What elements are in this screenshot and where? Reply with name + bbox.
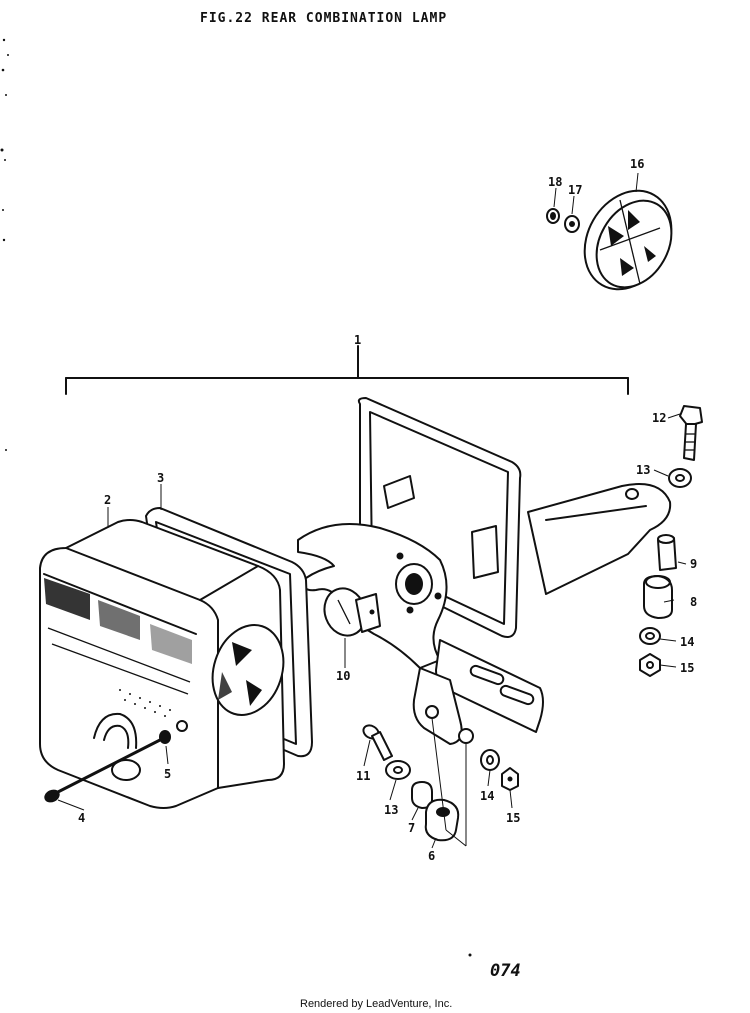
callout-13-upper: 13: [636, 463, 650, 477]
reflector-nut-part: [546, 208, 560, 224]
callout-12: 12: [652, 411, 666, 425]
callout-6: 6: [428, 849, 435, 863]
scan-specks: [0, 38, 9, 451]
bolt-part: [679, 405, 703, 461]
washer-part-right: [639, 627, 661, 645]
callout-16: 16: [630, 157, 644, 171]
figure-title: FIG.22 REAR COMBINATION LAMP: [200, 11, 447, 26]
washer-part-lower: [385, 760, 411, 780]
callout-4: 4: [78, 811, 85, 825]
nut-part-lower: [501, 767, 519, 791]
footer-credit: Rendered by LeadVenture, Inc.: [300, 998, 452, 1010]
nut-part-right: [639, 653, 661, 677]
callout-1: 1: [354, 333, 361, 347]
callout-18: 18: [548, 175, 562, 189]
bulb-part: [323, 587, 381, 637]
callout-11: 11: [356, 769, 370, 783]
callout-15-lower: 15: [506, 811, 520, 825]
license-plate-bracket-part: [412, 639, 544, 745]
callout-13-lower: 13: [384, 803, 398, 817]
collar-part: [657, 534, 677, 571]
callout-8: 8: [690, 595, 697, 609]
callout-5: 5: [164, 767, 171, 781]
callout-15-right: 15: [680, 661, 694, 675]
lower-collar-part: [411, 781, 433, 809]
washer-part-upper: [668, 468, 692, 488]
reflector-washer-part: [564, 215, 580, 233]
callout-14-lower: 14: [480, 789, 494, 803]
page-number: 074: [490, 961, 521, 981]
callout-7: 7: [408, 821, 415, 835]
lamp-lens-part: [39, 519, 285, 809]
leader-lines: [57, 172, 687, 849]
callout-3: 3: [157, 471, 164, 485]
long-screw-part: [44, 738, 162, 803]
lower-cushion-part: [424, 798, 460, 842]
page-dot: [468, 953, 472, 957]
screw-nut-part: [159, 730, 171, 744]
guide-lines: [431, 717, 467, 847]
callout-14-right: 14: [680, 635, 694, 649]
callout-10: 10: [336, 669, 350, 683]
callout-9: 9: [690, 557, 697, 571]
reflector-part: [583, 189, 673, 291]
callouts: 1 2 3 4 5 6 7 8 9 10 11 12 13 13 14 14 1…: [78, 157, 697, 863]
callout-2: 2: [104, 493, 111, 507]
lower-bolt-part: [362, 724, 393, 761]
callout-17: 17: [568, 183, 582, 197]
assembly-bracket: [65, 345, 629, 395]
cushion-part: [643, 575, 673, 619]
washer-part-lower-right: [480, 749, 500, 771]
